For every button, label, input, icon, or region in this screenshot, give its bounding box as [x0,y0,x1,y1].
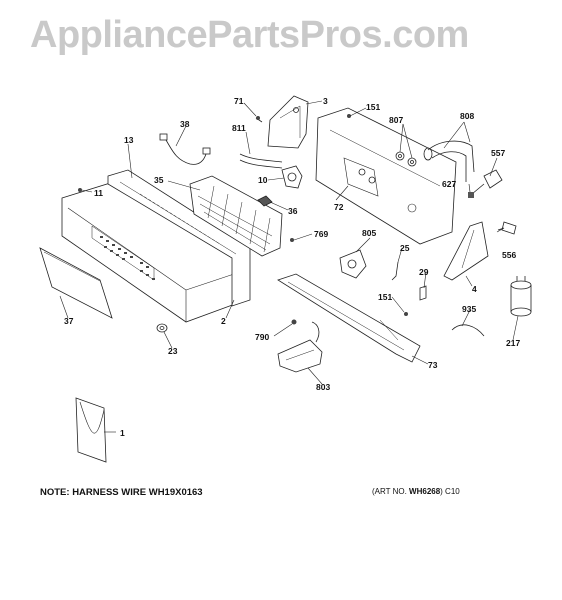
callout-803: 803 [316,382,330,392]
part-base-73 [277,273,421,363]
callout-71: 71 [234,96,244,106]
part-front-cover [39,247,113,319]
callout-627: 627 [442,179,456,189]
callout-811: 811 [232,123,246,133]
callout-29: 29 [419,267,429,277]
part-557 [471,169,503,195]
part-29 [419,285,427,301]
part-screw-790 [291,319,297,325]
callout-35: 35 [154,175,164,185]
callout-790: 790 [255,332,269,342]
part-wire-25 [391,261,399,281]
part-wire-935 [451,324,485,337]
callout-labels: 71 3 151 807 808 38 811 13 10 557 35 627… [64,96,520,438]
callout-217: 217 [506,338,520,348]
callout-13: 13 [124,135,134,145]
callout-557: 557 [491,148,505,158]
part-36 [257,195,273,207]
part-back-panel [315,107,457,245]
callout-151-top: 151 [366,102,380,112]
callout-3: 3 [323,96,328,106]
part-hose-811 [239,153,283,169]
leader-lines [59,100,519,433]
part-wire-38 [159,133,211,165]
callout-805: 805 [362,228,376,238]
art-number-code: WH6268 [409,487,441,496]
part-panel-frame [107,169,251,307]
callout-23: 23 [168,346,178,356]
part-valve-805 [339,249,367,279]
callout-808: 808 [460,111,474,121]
part-capacitor-217 [510,276,532,317]
part-bracket-3 [267,95,309,149]
callout-36: 36 [288,206,298,216]
callout-72: 72 [334,202,344,212]
part-circuit-board [189,175,283,257]
part-screw-151-bottom [404,312,408,316]
part-screw-151-top [347,114,351,118]
part-control-panel [61,179,247,323]
part-screw-11 [78,188,82,192]
art-number: (ART NO. WH6268) C10 [372,487,460,496]
callout-2: 2 [221,316,226,326]
art-number-suffix: ) C10 [440,487,460,496]
callout-151-bottom: 151 [378,292,392,302]
art-number-prefix: (ART NO. [372,487,410,496]
callout-1: 1 [120,428,125,438]
part-hoses-808 [423,140,475,182]
harness-note: NOTE: HARNESS WIRE WH19X0163 [40,487,203,498]
callout-37: 37 [64,316,74,326]
callout-807: 807 [389,115,403,125]
part-dispenser-803 [277,321,323,373]
callout-38: 38 [180,119,190,129]
callout-73: 73 [428,360,438,370]
part-knob-23 [156,323,168,333]
part-switch-10 [281,165,303,189]
callout-10: 10 [258,175,268,185]
part-627 [468,192,474,198]
part-769 [290,238,294,242]
callout-935: 935 [462,304,476,314]
callout-11: 11 [94,188,103,198]
callout-769: 769 [314,229,328,239]
watermark-logo: AppliancePartsPros.com [30,14,469,56]
callout-25: 25 [400,243,410,253]
callout-556: 556 [502,250,516,260]
part-manual-1 [75,397,107,463]
part-support-4 [443,221,489,281]
part-556 [497,221,517,235]
callout-4: 4 [472,284,477,294]
